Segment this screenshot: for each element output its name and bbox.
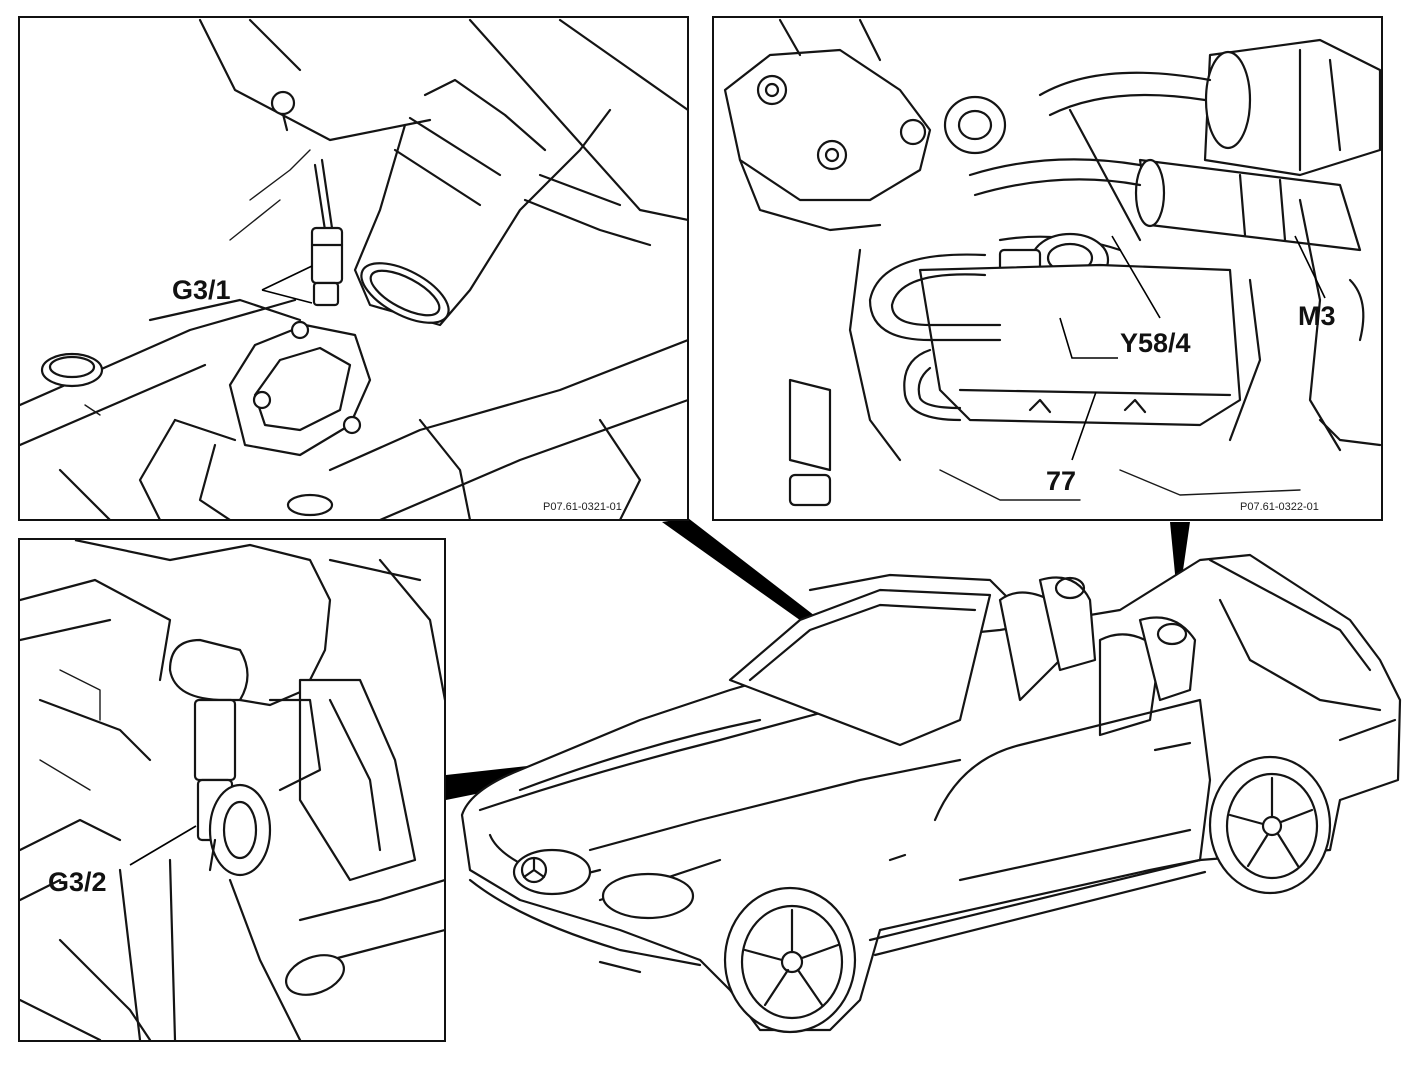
callout-label-y58-4: Y58/4 (1120, 328, 1191, 358)
leader-line (1071, 391, 1097, 461)
vehicle-overview (460, 553, 1402, 1034)
callout-g3-2: G3/2 (48, 825, 197, 897)
callout-77: 77 (1046, 391, 1097, 496)
underhood-illustration (20, 540, 444, 1040)
leader-line (129, 825, 197, 866)
leader-line (261, 289, 313, 304)
callout-label-77: 77 (1046, 466, 1076, 496)
pointer-engine-to-car (1170, 522, 1190, 605)
callout-y58-4: Y58/4 (1059, 235, 1191, 359)
reference-code: P07.61-0321-01 (543, 501, 622, 513)
callout-label-m3: M3 (1298, 301, 1336, 331)
panel-sensor-g3-2: G3/2 (18, 538, 446, 1042)
panel-frame (18, 16, 689, 521)
leader-line (1111, 235, 1161, 319)
exhaust-illustration (20, 18, 687, 519)
callout-m3: M3 (1294, 235, 1336, 331)
leader-line (261, 265, 313, 291)
reference-code: P07.61-0322-01 (1240, 501, 1319, 513)
panel-exhaust-sensor-g3-1: G3/1 P07.61-0321-01 (18, 16, 689, 521)
leader-line (1059, 317, 1118, 359)
callout-label-g3-1: G3/1 (172, 275, 231, 305)
callout-label-g3-2: G3/2 (48, 867, 107, 897)
leader-line (1294, 235, 1326, 299)
panel-engine-bay-m3-y58-4: M3 Y58/4 77 P07.61-0322-01 (712, 16, 1383, 521)
callout-g3-1: G3/1 (172, 265, 313, 305)
